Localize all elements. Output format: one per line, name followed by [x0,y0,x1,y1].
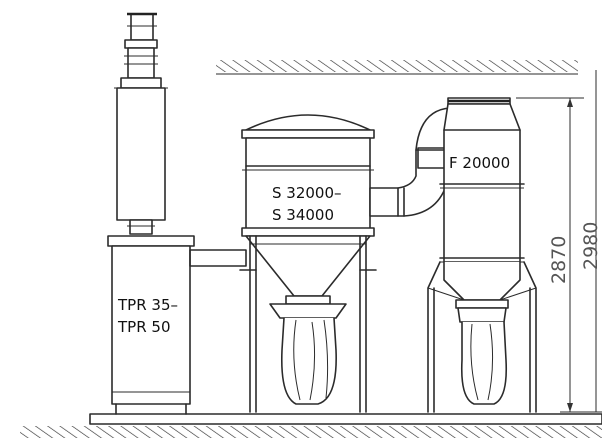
dimension-lines [516,70,602,413]
dimension-2980: 2980 [580,221,602,270]
s-label-line-2: S 34000 [272,206,335,224]
duct-s-f [369,107,457,217]
floor [20,413,602,438]
f-filter [427,97,537,413]
f-label-text: F 20000 [449,154,511,172]
tpr-housing [107,235,195,415]
s-label: S 32000– S 34000 [272,182,342,226]
tpr-label-line-1: TPR 35– [118,296,178,314]
duct-tpr-s [189,249,247,267]
s-separator [239,114,377,413]
ceiling-hatch [216,60,578,75]
tpr-chimney [114,12,168,235]
f-label: F 20000 [447,152,513,174]
tpr-label-line-2: TPR 50 [118,318,171,336]
dimension-2870: 2870 [548,235,570,284]
tpr-label: TPR 35– TPR 50 [118,294,186,338]
s-label-line-1: S 32000– [272,184,342,202]
